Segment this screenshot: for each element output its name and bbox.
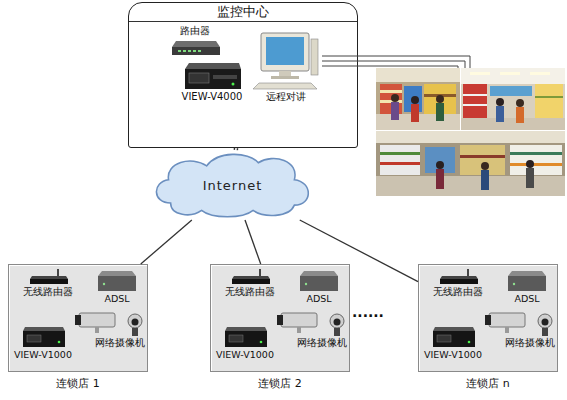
- device-icon: [485, 307, 555, 337]
- photo-divider: [376, 130, 565, 131]
- device-label: 远程对讲: [266, 91, 306, 103]
- device-icon: [170, 37, 220, 57]
- device-label: VIEW-V4000: [182, 91, 243, 103]
- device-node: VIEW-V4000: [175, 61, 249, 109]
- wrouter-icon: [30, 269, 68, 284]
- device-icon: [75, 307, 145, 337]
- dvr4000-icon: [185, 63, 241, 89]
- pc-icon: [253, 33, 318, 89]
- device-node: ADSL: [291, 269, 347, 309]
- device-node: VIEW-V1000: [421, 325, 485, 369]
- device-icon: [183, 61, 241, 91]
- device-node: VIEW-V1000: [11, 325, 75, 369]
- chain-store-box: 连锁店 2无线路由器ADSL网络摄像机VIEW-V1000: [210, 264, 350, 372]
- wrouter-icon: [440, 269, 478, 284]
- device-label: VIEW-V1000: [14, 349, 72, 361]
- dvr1000-icon: [23, 327, 65, 347]
- store-label: 连锁店 1: [56, 376, 100, 391]
- camera-icon: [75, 313, 142, 336]
- internet-cloud: Internet: [150, 150, 315, 220]
- network-link: [300, 220, 418, 282]
- device-label: VIEW-V1000: [424, 349, 482, 361]
- device-node: 无线路由器: [11, 268, 85, 308]
- device-node: 无线路由器: [213, 268, 287, 308]
- device-label: ADSL: [306, 293, 331, 305]
- device-icon: [277, 307, 347, 337]
- adsl-icon: [508, 271, 546, 291]
- device-node: 路由器: [164, 25, 226, 63]
- device-icon: [431, 325, 475, 349]
- device-label: 网络摄像机: [297, 337, 347, 349]
- group-title: 监控中心: [129, 3, 357, 22]
- cloud-label: Internet: [203, 178, 263, 193]
- store-label: 连锁店 2: [258, 376, 302, 391]
- device-icon: [300, 269, 338, 293]
- device-label: ADSL: [514, 293, 539, 305]
- network-link: [141, 220, 192, 264]
- device-icon: [98, 269, 136, 293]
- adsl-icon: [98, 271, 136, 291]
- device-label: 网络摄像机: [505, 337, 555, 349]
- chain-store-box: 连锁店 1无线路由器ADSL网络摄像机VIEW-V1000: [8, 264, 148, 372]
- device-label: 网络摄像机: [95, 337, 145, 349]
- device-icon: [21, 325, 65, 349]
- device-label: 无线路由器: [23, 286, 73, 298]
- device-icon: [508, 269, 546, 293]
- supermarket-photo: [376, 68, 460, 130]
- device-icon: [438, 268, 478, 286]
- network-link: [245, 220, 261, 264]
- cloud-outline: [156, 154, 308, 216]
- dvr1000-icon: [225, 327, 267, 347]
- wrouter-icon: [232, 269, 270, 284]
- device-label: ADSL: [104, 293, 129, 305]
- device-node: VIEW-V1000: [213, 325, 277, 369]
- router-icon: [172, 41, 220, 55]
- device-node: 远程对讲: [241, 31, 331, 111]
- camera-icon: [485, 313, 552, 336]
- photo-divider: [460, 68, 461, 130]
- camera-icon: [277, 313, 344, 336]
- chain-store-box: 连锁店 n无线路由器ADSL网络摄像机VIEW-V1000: [418, 264, 558, 372]
- device-label: 路由器: [180, 25, 210, 37]
- adsl-icon: [300, 271, 338, 291]
- device-node: 无线路由器: [421, 268, 495, 308]
- store-label: 连锁店 n: [466, 376, 509, 391]
- device-icon: [253, 31, 319, 91]
- device-label: 无线路由器: [433, 286, 483, 298]
- double-line-gap: [235, 148, 237, 150]
- ellipsis-label: ······: [352, 308, 384, 324]
- supermarket-photo: [376, 131, 565, 196]
- device-node: ADSL: [499, 269, 555, 309]
- device-icon: [28, 268, 68, 286]
- monitoring-center-box: 监控中心路由器 VIEW-V4000 远程对讲: [128, 2, 358, 148]
- network-link: [234, 148, 239, 150]
- device-label: 无线路由器: [225, 286, 275, 298]
- device-label: VIEW-V1000: [216, 349, 274, 361]
- device-icon: [230, 268, 270, 286]
- dvr1000-icon: [433, 327, 475, 347]
- device-icon: [223, 325, 267, 349]
- device-node: ADSL: [89, 269, 145, 309]
- supermarket-photo: [461, 68, 565, 130]
